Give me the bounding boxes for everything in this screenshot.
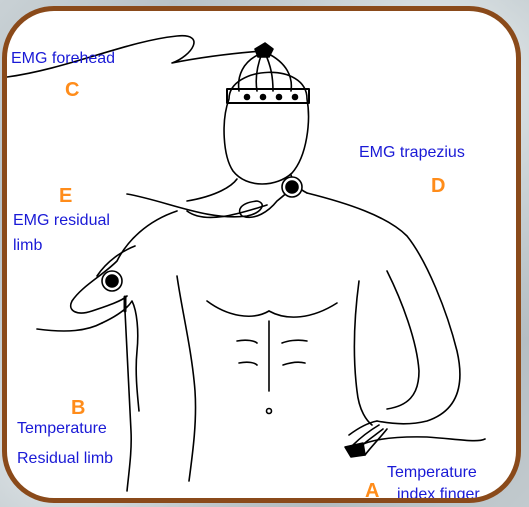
abs-left-1: [237, 340, 257, 343]
label-emg-residual-line1: EMG residual: [13, 211, 110, 231]
residual-limb-wire: [37, 246, 135, 331]
forehead-electrode: [255, 43, 273, 57]
trapezius-wire-loop: [187, 205, 267, 217]
right-pec: [269, 303, 337, 317]
label-temp-finger-line2: index finger: [397, 485, 480, 503]
neck-left: [187, 179, 237, 201]
headband-electrode-3: [277, 95, 282, 100]
abs-right-1: [282, 340, 307, 343]
navel: [267, 409, 272, 414]
label-temp-residual-line2: Residual limb: [17, 449, 113, 469]
site-letter-e: E: [59, 185, 72, 207]
site-letter-b: B: [71, 397, 85, 419]
finger-probe: [345, 443, 365, 457]
headband-electrode-4: [293, 95, 298, 100]
residual-limb-electrode-center: [106, 275, 118, 287]
abs-left-2: [239, 362, 257, 365]
trapezius-electrode-center: [286, 181, 298, 193]
site-letter-a: A: [365, 480, 379, 502]
trapezius-lead-wire: [127, 187, 293, 217]
torso-right: [354, 281, 372, 425]
label-temp-finger-line1: Temperature: [387, 463, 477, 483]
label-emg-forehead: EMG forehead: [11, 49, 115, 69]
headband-electrode-2: [261, 95, 266, 100]
site-letter-d: D: [431, 175, 445, 197]
headband-electrode-1: [245, 95, 250, 100]
residual-limb-temp-wire: [125, 311, 131, 491]
diagram-frame: EMG forehead C EMG trapezius D E EMG res…: [2, 6, 521, 503]
site-letter-c: C: [65, 79, 79, 101]
residual-limb-lower: [102, 301, 139, 411]
right-inner-arm: [387, 271, 419, 409]
abs-right-2: [283, 362, 305, 365]
left-pec: [207, 301, 269, 316]
torso-left: [177, 276, 196, 481]
label-emg-residual-line2: limb: [13, 236, 42, 256]
right-shoulder: [307, 193, 460, 424]
label-temp-residual-line1: Temperature: [17, 419, 107, 439]
label-emg-trapezius: EMG trapezius: [359, 143, 465, 163]
